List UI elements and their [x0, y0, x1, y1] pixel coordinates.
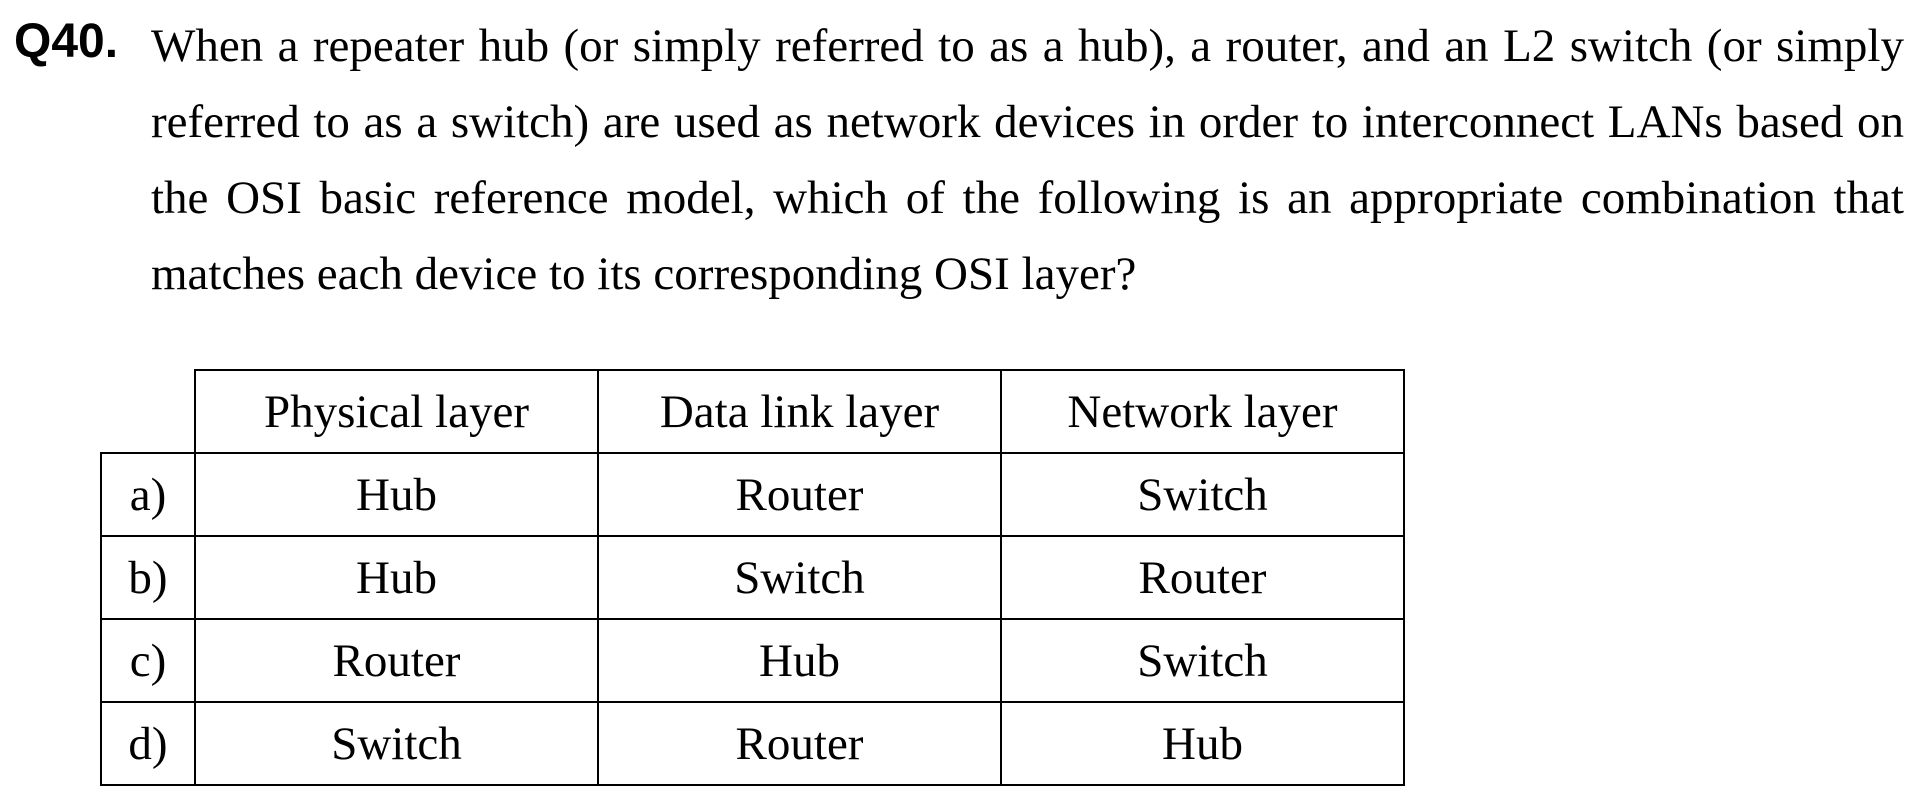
table-row: b) Hub Switch Router	[100, 535, 1405, 620]
table-header-row: Physical layer Data link layer Network l…	[101, 369, 1405, 454]
table-corner-cell	[101, 370, 196, 454]
table-cell: Router	[597, 452, 1002, 537]
table-cell: Router	[597, 701, 1002, 786]
table-row: d) Switch Router Hub	[100, 701, 1405, 786]
option-label: a)	[100, 452, 196, 537]
option-label: d)	[100, 701, 196, 786]
table-cell: Switch	[1000, 618, 1405, 703]
table-cell: Hub	[194, 452, 599, 537]
option-label: c)	[100, 618, 196, 703]
question-block: Q40. When a repeater hub (or simply refe…	[14, 8, 1904, 312]
table-row: a) Hub Router Switch	[100, 452, 1405, 537]
question-number: Q40.	[14, 15, 119, 68]
question-text: When a repeater hub (or simply referred …	[151, 20, 1904, 300]
table-cell: Switch	[597, 535, 1002, 620]
table-cell: Router	[1000, 535, 1405, 620]
table-cell: Hub	[194, 535, 599, 620]
header-data-link-layer: Data link layer	[597, 369, 1002, 454]
table-cell: Router	[194, 618, 599, 703]
option-label: b)	[100, 535, 196, 620]
answer-table: Physical layer Data link layer Network l…	[100, 369, 1405, 786]
table-cell: Hub	[597, 618, 1002, 703]
table-cell: Switch	[194, 701, 599, 786]
table-row: c) Router Hub Switch	[100, 618, 1405, 703]
table-cell: Hub	[1000, 701, 1405, 786]
header-physical-layer: Physical layer	[194, 369, 599, 454]
table-cell: Switch	[1000, 452, 1405, 537]
header-network-layer: Network layer	[1000, 369, 1405, 454]
